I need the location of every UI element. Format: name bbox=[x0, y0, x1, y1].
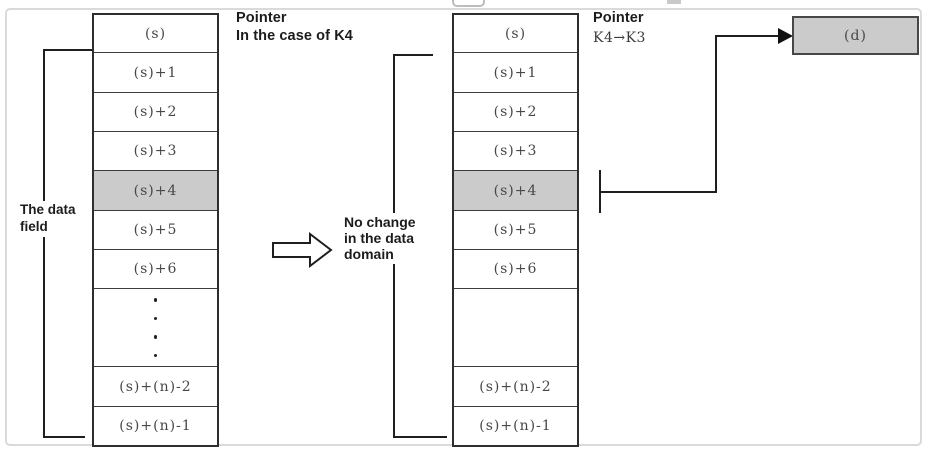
memory-cell: (s)+5 bbox=[454, 210, 577, 249]
memory-stack-right: (s) (s)+1 (s)+2 (s)+3 (s)+4 (s)+5 (s)+6 … bbox=[452, 13, 579, 447]
right-pointer-header: Pointer K4→K3 bbox=[593, 10, 646, 47]
cell-label: (s)+1 bbox=[493, 64, 538, 81]
memory-cell: (s)+(n)-1 bbox=[94, 406, 217, 445]
data-field-label-line2: field bbox=[20, 218, 48, 234]
block-arrow-icon bbox=[272, 231, 333, 269]
memory-cell-highlighted: (s)+4 bbox=[94, 170, 217, 210]
memory-cell-highlighted: (s)+4 bbox=[454, 170, 577, 210]
memory-cell: (s)+1 bbox=[94, 52, 217, 92]
ellipsis-dots bbox=[153, 298, 158, 357]
cell-label: (s)+(n)-2 bbox=[479, 378, 552, 395]
cell-label: (s) bbox=[504, 25, 527, 42]
cell-label: (s)+1 bbox=[133, 64, 178, 81]
memory-cell: (s)+3 bbox=[454, 131, 577, 170]
memory-cell-ellipsis bbox=[94, 288, 217, 366]
data-field-label-line1: The data bbox=[20, 202, 76, 217]
cell-label: (s)+(n)-2 bbox=[119, 378, 192, 395]
destination-box: (d) bbox=[792, 16, 919, 55]
dot-icon bbox=[153, 298, 158, 302]
right-pointer-header-line1: Pointer bbox=[593, 10, 644, 26]
memory-cell: (s)+1 bbox=[454, 52, 577, 92]
cell-label: (s)+6 bbox=[133, 261, 178, 277]
memory-cell: (s)+(n)-2 bbox=[94, 366, 217, 406]
memory-cell: (s)+2 bbox=[454, 92, 577, 131]
cell-label: (s)+2 bbox=[133, 104, 178, 120]
no-change-note-line3: domain bbox=[344, 246, 394, 262]
no-change-note-line2: in the data bbox=[344, 230, 415, 246]
cell-label: (s)+4 bbox=[493, 182, 538, 199]
dot-icon bbox=[153, 335, 158, 339]
left-pointer-header-line2: In the case of K4 bbox=[236, 27, 353, 44]
cell-label: (s) bbox=[144, 25, 167, 42]
cell-label: (s)+3 bbox=[133, 143, 178, 159]
memory-cell: (s)+6 bbox=[454, 249, 577, 288]
cell-label: (s)+(n)-1 bbox=[119, 418, 192, 434]
cell-label: (s)+5 bbox=[133, 222, 178, 238]
memory-cell: (s)+5 bbox=[94, 210, 217, 249]
memory-cell: (s)+(n)-1 bbox=[454, 406, 577, 445]
memory-cell: (s) bbox=[454, 15, 577, 52]
memory-cell: (s)+6 bbox=[94, 249, 217, 288]
data-field-label: The data field bbox=[19, 201, 80, 237]
right-pointer-header-line2: K4→K3 bbox=[593, 29, 646, 46]
memory-cell: (s)+3 bbox=[94, 131, 217, 170]
pointer-arrow-path bbox=[600, 35, 780, 193]
no-change-note: No change in the data domain bbox=[343, 213, 419, 264]
cutoff-tab-fragment bbox=[452, 0, 485, 7]
memory-cell: (s)+2 bbox=[94, 92, 217, 131]
left-pointer-header-line1: Pointer bbox=[236, 10, 287, 26]
no-change-note-line1: No change bbox=[344, 214, 416, 230]
memory-cell: (s)+(n)-2 bbox=[454, 366, 577, 406]
memory-cell: (s) bbox=[94, 15, 217, 52]
cell-label: (s)+6 bbox=[493, 261, 538, 277]
cell-label: (s)+4 bbox=[133, 182, 178, 199]
left-pointer-header: Pointer In the case of K4 bbox=[236, 10, 353, 45]
dot-icon bbox=[153, 316, 158, 320]
pointer-arrowhead bbox=[778, 28, 793, 44]
left-data-field-bracket bbox=[43, 49, 92, 438]
cell-label: (s)+(n)-1 bbox=[479, 418, 552, 434]
destination-box-label: (d) bbox=[844, 27, 867, 44]
cutoff-gray-fragment bbox=[667, 0, 681, 4]
memory-stack-left: (s) (s)+1 (s)+2 (s)+3 (s)+4 (s)+5 (s)+6 … bbox=[92, 13, 219, 447]
cell-label: (s)+5 bbox=[493, 222, 538, 238]
cell-label: (s)+2 bbox=[493, 104, 538, 120]
memory-cell-empty bbox=[454, 288, 577, 366]
cell-label: (s)+3 bbox=[493, 143, 538, 159]
dot-icon bbox=[153, 353, 158, 357]
